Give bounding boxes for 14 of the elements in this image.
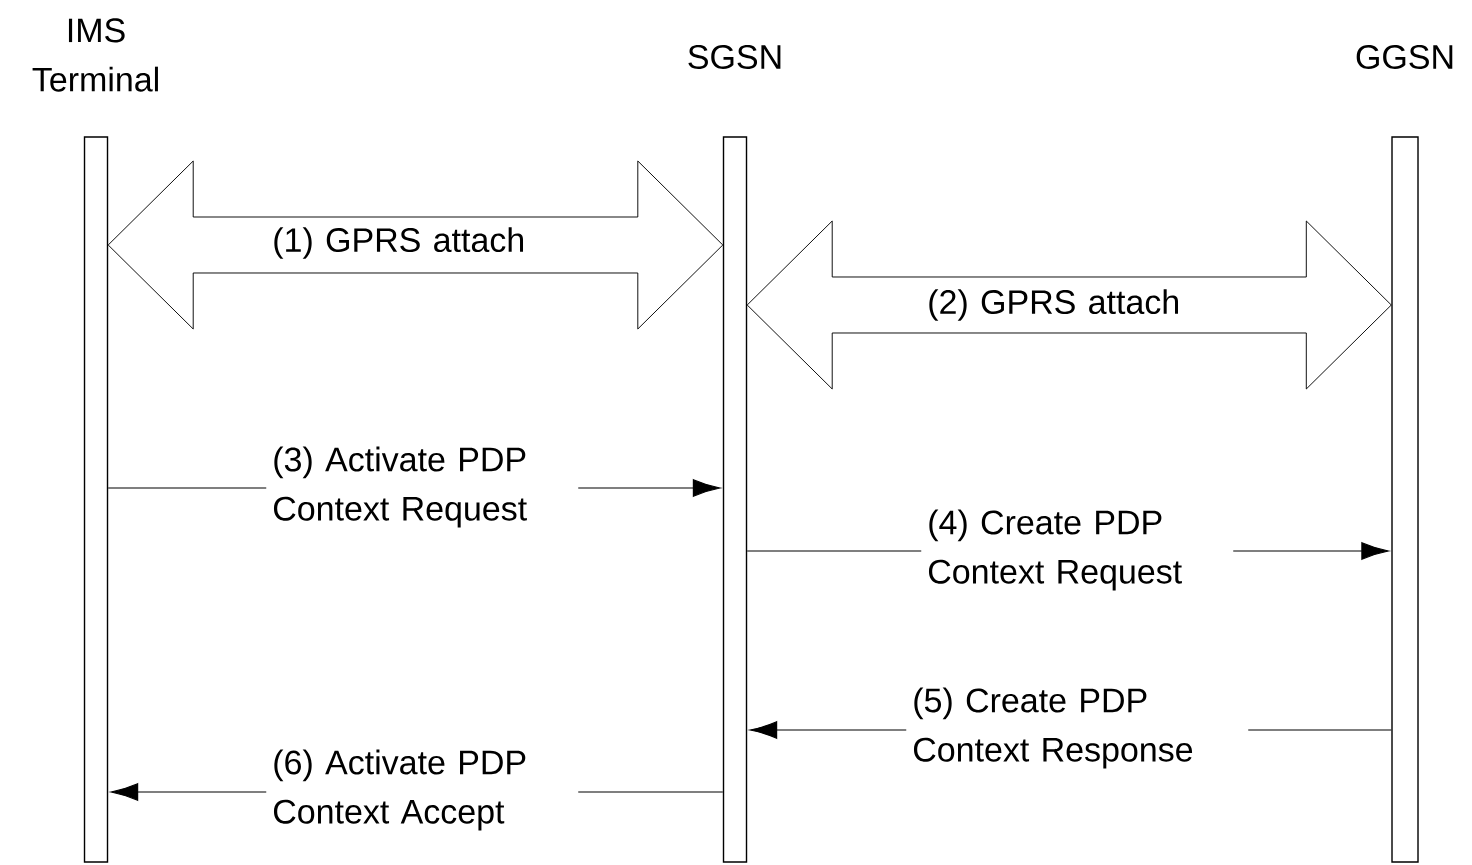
node-label: IMS Terminal (32, 18, 158, 92)
edge-label: (5) Create PDP Context Response (913, 687, 1193, 769)
lifeline: IMS Terminal (32, 18, 158, 863)
block-arrow (107, 160, 724, 330)
edge-label: (4) Create PDP Context Request (928, 509, 1182, 591)
edge-label: (3) Activate PDP Context Request (273, 446, 527, 528)
node-label: GGSN (1356, 44, 1453, 70)
block-arrow (746, 220, 1392, 390)
edge-label: (6) Activate PDP Context Accept (273, 749, 526, 831)
edge-label: (1) GPRS attach (274, 227, 523, 259)
edge-label: (2) GPRS attach (929, 289, 1178, 321)
node-label: SGSN (688, 44, 781, 70)
lifeline: SGSN (688, 45, 781, 863)
lifeline: GGSN (1356, 45, 1453, 863)
